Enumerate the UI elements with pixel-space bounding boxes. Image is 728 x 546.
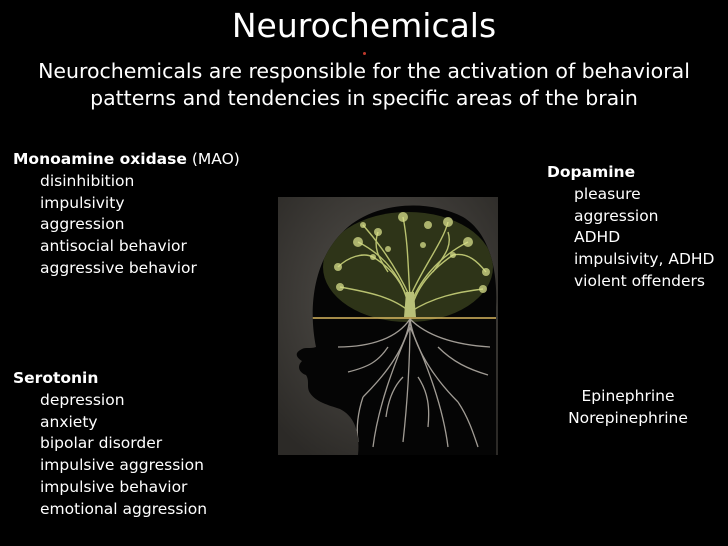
list-item: aggressive behavior	[40, 258, 197, 277]
list-item: impulsive behavior	[40, 477, 188, 496]
list-item: pleasure	[574, 184, 641, 203]
mao-section: Monoamine oxidase (MAO) disinhibition im…	[13, 149, 240, 280]
head-tree-brain-image	[278, 197, 498, 455]
dopamine-section: Dopamine pleasure aggression ADHD impuls…	[547, 162, 714, 293]
dopamine-heading: Dopamine	[547, 162, 714, 184]
dopamine-list: pleasure aggression ADHD impulsivity, AD…	[547, 184, 714, 293]
subtitle-line-2: patterns and tendencies in specific area…	[90, 86, 638, 110]
serotonin-heading: Serotonin	[13, 368, 207, 390]
head-tree-icon	[278, 197, 498, 455]
norepinephrine-label: Norepinephrine	[568, 408, 688, 427]
mao-name: Monoamine oxidase	[13, 150, 187, 168]
list-item: impulsivity	[40, 193, 125, 212]
slide-subtitle: Neurochemicals are responsible for the a…	[14, 58, 714, 112]
list-item: impulsive aggression	[40, 456, 204, 475]
list-item: bipolar disorder	[40, 434, 163, 453]
list-item: anxiety	[40, 412, 98, 431]
epinephrine-label: Epinephrine	[581, 387, 675, 405]
list-item: ADHD	[574, 228, 621, 247]
subtitle-line-1: Neurochemicals are responsible for the a…	[38, 59, 690, 83]
catecholamines-section: Epinephrine Norepinephrine	[558, 386, 698, 430]
list-item: emotional aggression	[40, 499, 208, 518]
serotonin-section: Serotonin depression anxiety bipolar dis…	[13, 368, 207, 521]
list-item: violent offenders	[574, 271, 705, 290]
list-item: disinhibition	[40, 171, 135, 190]
serotonin-list: depression anxiety bipolar disorder impu…	[13, 390, 207, 521]
slide-title: Neurochemicals	[231, 6, 497, 45]
mao-abbr: (MAO)	[186, 150, 240, 168]
list-item: antisocial behavior	[40, 237, 187, 256]
serotonin-name: Serotonin	[13, 369, 99, 387]
mao-heading: Monoamine oxidase (MAO)	[13, 149, 240, 171]
mao-list: disinhibition impulsivity aggression ant…	[13, 171, 240, 280]
list-item: impulsivity, ADHD	[574, 250, 715, 269]
list-item: depression	[40, 390, 125, 409]
list-item: aggression	[40, 215, 125, 234]
decorative-dot	[363, 52, 366, 55]
list-item: aggression	[574, 206, 659, 225]
dopamine-name: Dopamine	[547, 163, 636, 181]
